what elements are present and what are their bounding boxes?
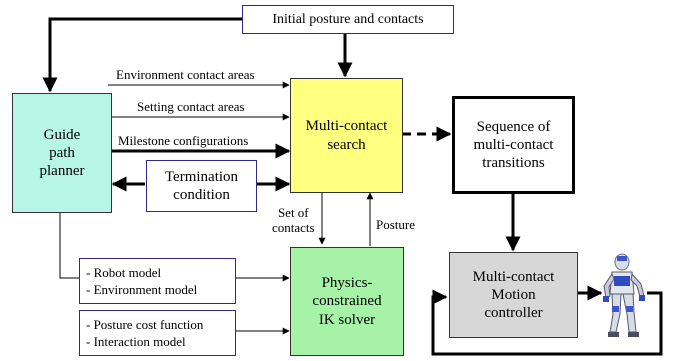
motion-controller-label: Multi-contact Motion controller	[472, 268, 555, 322]
humanoid-robot-icon	[603, 253, 645, 337]
guide-planner-box: Guide path planner	[12, 93, 112, 213]
posture-label: Posture	[376, 217, 415, 232]
posture-cost-function-item: - Posture cost function	[86, 316, 204, 332]
multi-contact-search-label: Multi-contact search	[305, 118, 388, 153]
termination-condition-box: Termination condition	[146, 160, 257, 212]
robot-model-item: - Robot model	[86, 264, 162, 280]
milestone-configurations-label: Milestone configurations	[118, 133, 249, 148]
termination-condition-label: Termination condition	[164, 168, 239, 203]
setting-contact-areas-label: Setting contact areas	[137, 99, 245, 114]
ik-solver-label: Physics- constrained IK solver	[312, 275, 382, 328]
env-contact-areas-label: Environment contact areas	[116, 67, 255, 82]
ik-solver-box: Physics- constrained IK solver	[290, 247, 404, 356]
set-of-contacts-label: Set of contacts	[272, 205, 315, 235]
motion-controller-box: Multi-contact Motion controller	[449, 252, 578, 338]
feedback-loop-arrow	[431, 289, 663, 356]
robot-environment-model-list: - Robot model - Environment model	[79, 258, 236, 304]
sequence-transitions-box: Sequence of multi-contact transitions	[452, 96, 575, 194]
sequence-transitions-label: Sequence of multi-contact transitions	[473, 118, 554, 172]
guide-planner-label: Guide path planner	[39, 126, 85, 180]
multi-contact-search-box: Multi-contact search	[290, 78, 403, 193]
initial-posture-box: Initial posture and contacts	[242, 5, 454, 34]
guide-to-models-line	[59, 213, 79, 279]
environment-model-item: - Environment model	[86, 282, 198, 297]
cost-interaction-model-list: - Posture cost function - Interaction mo…	[79, 310, 236, 356]
initial-to-guide-arrow	[42, 17, 242, 93]
interaction-model-item: - Interaction model	[86, 334, 186, 349]
initial-posture-label: Initial posture and contacts	[272, 11, 424, 27]
